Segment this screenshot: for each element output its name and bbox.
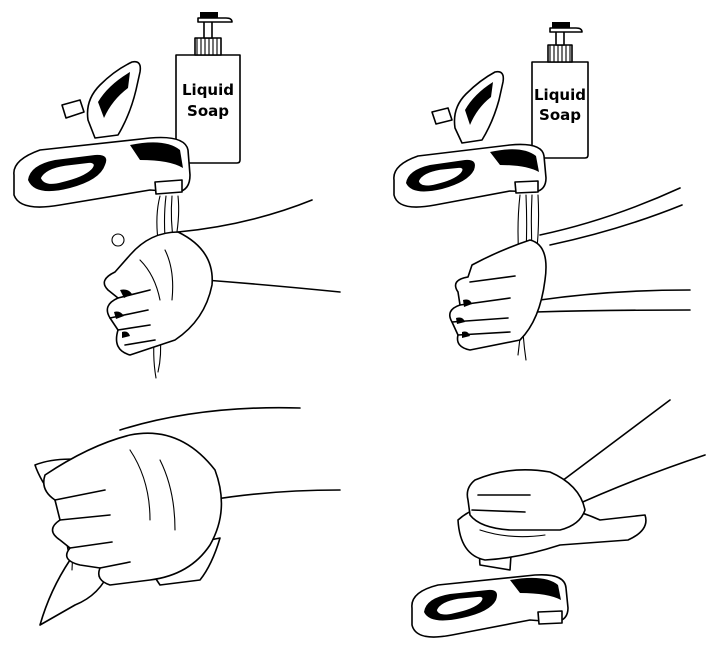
hands-icon xyxy=(450,188,690,350)
step-turn-off-faucet-with-towel xyxy=(360,380,709,645)
turn-off-faucet-illustration xyxy=(360,380,709,645)
soap-label-line1: Liquid xyxy=(534,86,586,104)
step-dry-hands xyxy=(0,380,360,645)
faucet-icon xyxy=(14,62,190,207)
hands-icon xyxy=(44,408,340,585)
hands-icon xyxy=(104,200,340,355)
soap-label-line1: Liquid xyxy=(182,81,234,99)
step-wash-with-soap: Liquid Soap xyxy=(0,0,360,380)
hand-icon xyxy=(467,400,705,530)
wash-hands-illustration: Liquid Soap xyxy=(0,0,360,380)
soap-label-line2: Soap xyxy=(539,106,581,124)
faucet-icon xyxy=(394,72,546,207)
dry-hands-illustration xyxy=(0,380,360,645)
rinse-hands-illustration: Liquid Soap xyxy=(360,0,709,380)
step-rinse-hands: Liquid Soap xyxy=(360,0,709,380)
soap-label-line2: Soap xyxy=(187,102,229,120)
